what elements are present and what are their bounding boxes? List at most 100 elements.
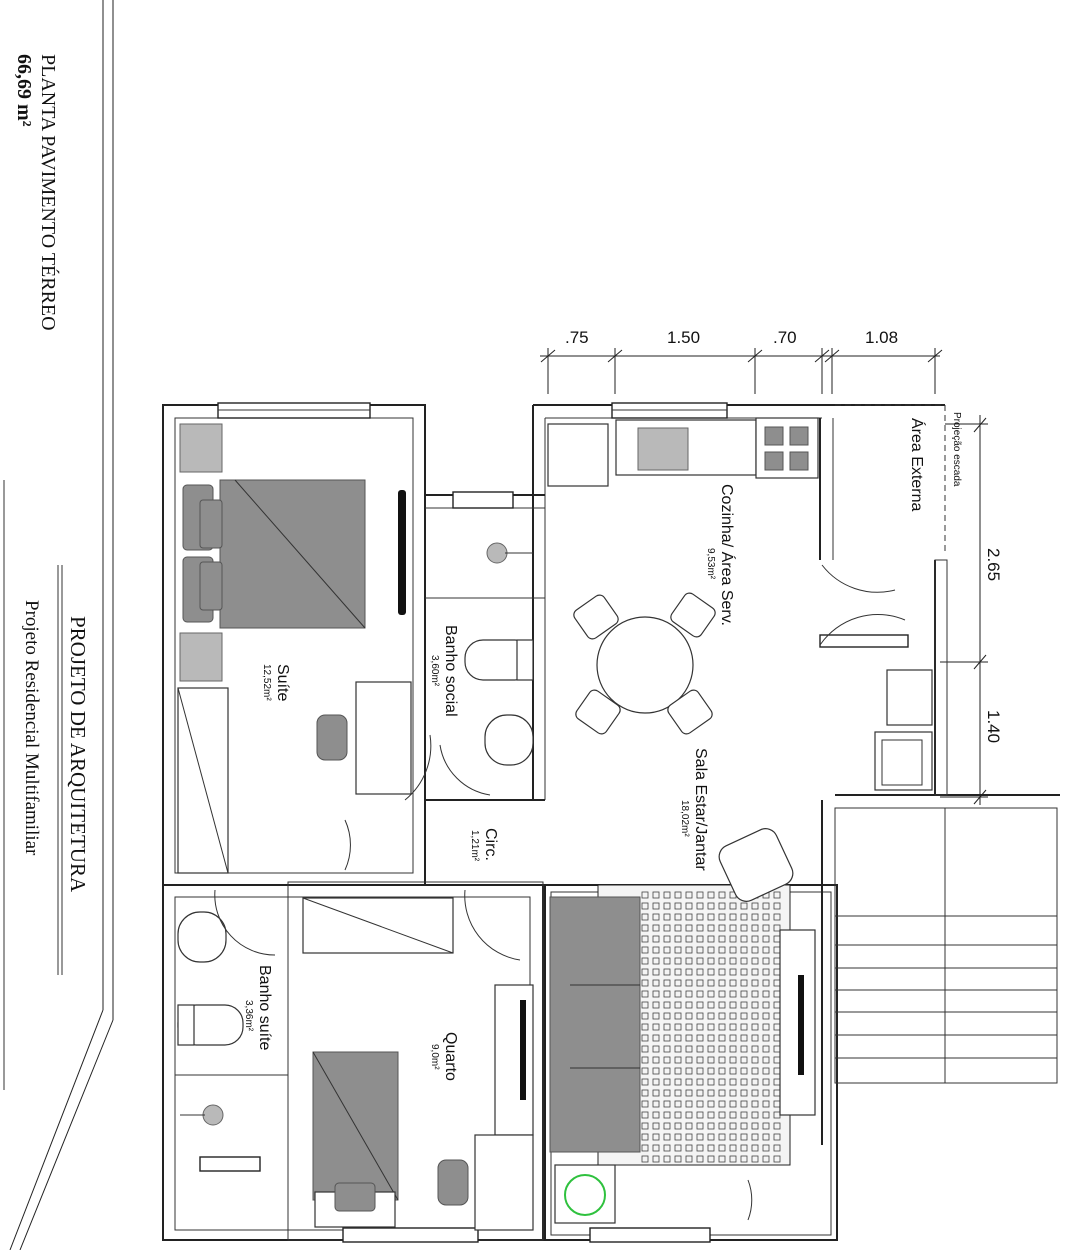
rug-tile — [674, 1067, 682, 1075]
rug-tile — [696, 1056, 704, 1064]
rug-tile — [707, 1056, 715, 1064]
rug-tile — [729, 1155, 737, 1163]
rug-tile — [696, 1155, 704, 1163]
rug-tile — [751, 979, 759, 987]
label-banho-social-area: 3,60m² — [429, 655, 440, 687]
rug-tile — [718, 1111, 726, 1119]
rug-tile — [685, 924, 693, 932]
rug-tile — [696, 935, 704, 943]
rug-tile — [641, 1155, 649, 1163]
rug-tile — [740, 1023, 748, 1031]
rug-tile — [773, 913, 781, 921]
rug-tile — [685, 1089, 693, 1097]
rug-tile — [707, 1122, 715, 1130]
rug-tile — [707, 1045, 715, 1053]
rug-tile — [696, 946, 704, 954]
rug-tile — [751, 946, 759, 954]
rug-tile — [751, 957, 759, 965]
rug-tile — [674, 990, 682, 998]
plan-title: PLANTA PAVIMENTO TÉRREO — [37, 54, 60, 331]
rug-tile — [762, 990, 770, 998]
rug-tile — [674, 1078, 682, 1086]
rug-tile — [707, 913, 715, 921]
banho-social-fixtures — [464, 542, 534, 766]
rug-tile — [707, 1089, 715, 1097]
rug-tile — [718, 957, 726, 965]
rug-tile — [652, 957, 660, 965]
rug-tile — [696, 902, 704, 910]
rug-tile — [740, 968, 748, 976]
rug-tile — [718, 990, 726, 998]
rug-tile — [696, 1133, 704, 1141]
rug-tile — [740, 924, 748, 932]
rug-tile — [663, 1144, 671, 1152]
label-area-externa: Área Externa — [908, 418, 927, 511]
rug-tile — [696, 891, 704, 899]
rug-tile — [674, 1155, 682, 1163]
rug-tile — [729, 1034, 737, 1042]
rug-tile — [641, 1056, 649, 1064]
rug-tile — [685, 979, 693, 987]
rug-tile — [663, 1023, 671, 1031]
label-quarto-area: 9,0m² — [429, 1044, 440, 1070]
rug-tile — [674, 957, 682, 965]
rug-tile — [663, 1045, 671, 1053]
banho-suite-fixtures — [177, 911, 244, 1126]
label-cozinha-area: 9,53m² — [705, 548, 716, 580]
rug-tile — [652, 1001, 660, 1009]
rug-tile — [707, 1001, 715, 1009]
rug-tile — [762, 1078, 770, 1086]
rug-tile — [762, 1023, 770, 1031]
rug-tile — [641, 1144, 649, 1152]
rug-tile — [762, 1012, 770, 1020]
rug-tile — [762, 1133, 770, 1141]
rug-tile — [652, 1045, 660, 1053]
rug-tile — [762, 1144, 770, 1152]
rug-tile — [674, 1001, 682, 1009]
rug-tile — [685, 1067, 693, 1075]
rug-tile — [696, 1111, 704, 1119]
label-quarto: Quarto — [442, 1032, 459, 1081]
rug-tile — [751, 1023, 759, 1031]
rug-tile — [696, 1100, 704, 1108]
rug-tile — [652, 1067, 660, 1075]
rug-tile — [685, 1023, 693, 1031]
rug-tile — [729, 946, 737, 954]
rug-tile — [663, 1100, 671, 1108]
rug-tile — [729, 924, 737, 932]
rug-tile — [773, 1122, 781, 1130]
rug-tile — [729, 1056, 737, 1064]
rug-tile — [718, 1078, 726, 1086]
rug-tile — [740, 1067, 748, 1075]
rug-tile — [729, 1001, 737, 1009]
rug-tile — [751, 1078, 759, 1086]
rug-tile — [674, 1034, 682, 1042]
rug-tile — [729, 990, 737, 998]
rug-tile — [740, 946, 748, 954]
rug-tile — [696, 968, 704, 976]
rug-tile — [762, 902, 770, 910]
rug-tile — [740, 1001, 748, 1009]
rug-tile — [740, 1155, 748, 1163]
rug-tile — [696, 924, 704, 932]
rug-tile — [663, 1001, 671, 1009]
area-externa-fixtures — [874, 669, 933, 791]
rug-tile — [729, 1100, 737, 1108]
rug-tile — [740, 1144, 748, 1152]
rug-tile — [762, 1001, 770, 1009]
rug-tile — [641, 1078, 649, 1086]
rug-tile — [707, 1155, 715, 1163]
rug-tile — [762, 935, 770, 943]
rug-tile — [652, 935, 660, 943]
rug-tile — [707, 924, 715, 932]
rug-tile — [762, 1100, 770, 1108]
rug-tile — [718, 946, 726, 954]
label-banho-suite: Banho suíte — [256, 965, 273, 1051]
rug-tile — [751, 902, 759, 910]
rug-tile — [641, 913, 649, 921]
rug-tile — [707, 968, 715, 976]
rug-tile — [718, 1001, 726, 1009]
rug-tile — [718, 1056, 726, 1064]
rug-tile — [751, 990, 759, 998]
rug-tile — [740, 1100, 748, 1108]
